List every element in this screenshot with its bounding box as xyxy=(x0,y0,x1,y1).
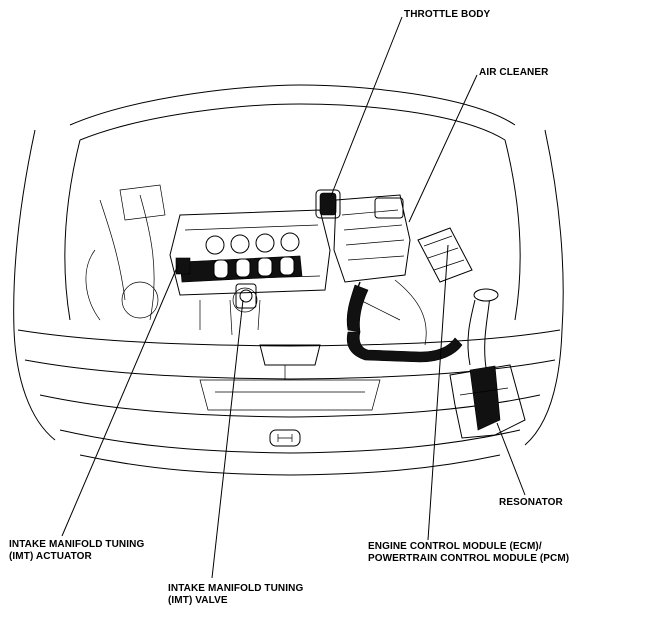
label-imt-valve-line1: INTAKE MANIFOLD TUNING xyxy=(168,583,304,594)
intake-duct xyxy=(346,284,499,369)
ecm-pcm xyxy=(417,227,473,283)
label-throttle-body: THROTTLE BODY xyxy=(404,9,490,21)
label-ecm-line2: POWERTRAIN CONTROL MODULE (PCM) xyxy=(368,553,570,564)
leader-lines xyxy=(61,16,526,579)
label-throttle-body-text: THROTTLE BODY xyxy=(404,9,491,20)
imt-manifold xyxy=(175,255,303,283)
label-imt-valve-line2: (IMT) VALVE xyxy=(168,595,228,606)
label-resonator-text: RESONATOR xyxy=(499,497,563,508)
label-imt-actuator-line1: INTAKE MANIFOLD TUNING xyxy=(9,539,145,550)
label-ecm-pcm: ENGINE CONTROL MODULE (ECM)/ POWERTRAIN … xyxy=(368,541,569,565)
imt-valve xyxy=(235,283,257,309)
leader-throttle-body xyxy=(330,16,403,197)
leader-imt-actuator xyxy=(61,264,179,537)
leader-ecm xyxy=(427,244,449,541)
leader-air-cleaner xyxy=(408,74,478,223)
resonator xyxy=(449,364,526,439)
leader-resonator xyxy=(496,422,526,496)
throttle-body xyxy=(315,189,341,219)
label-ecm-line1: ENGINE CONTROL MODULE (ECM)/ xyxy=(368,541,542,552)
leader-imt-valve xyxy=(211,299,244,579)
label-imt-valve: INTAKE MANIFOLD TUNING (IMT) VALVE xyxy=(168,583,303,607)
label-resonator: RESONATOR xyxy=(499,497,563,509)
car-body-outline xyxy=(13,84,564,476)
label-air-cleaner-text: AIR CLEANER xyxy=(479,67,549,78)
label-air-cleaner: AIR CLEANER xyxy=(479,67,548,79)
air-cleaner xyxy=(333,194,411,331)
label-imt-actuator: INTAKE MANIFOLD TUNING (IMT) ACTUATOR xyxy=(9,539,144,563)
label-imt-actuator-line2: (IMT) ACTUATOR xyxy=(9,551,92,562)
